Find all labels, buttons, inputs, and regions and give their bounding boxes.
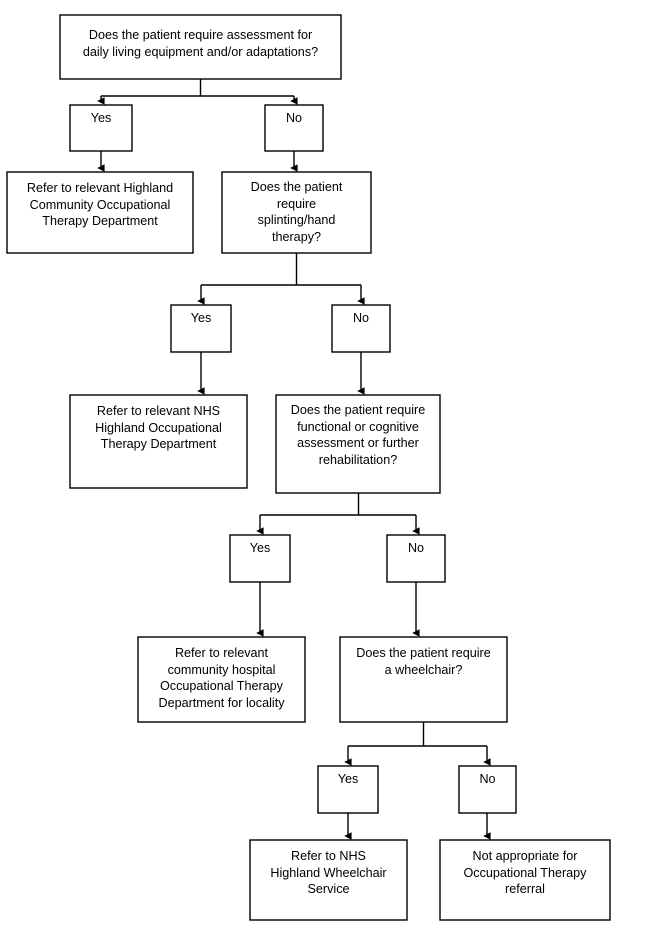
node-rect-no-4 bbox=[458, 765, 517, 814]
node-rect-out-highland-community bbox=[6, 171, 194, 254]
node-rect-yes-1 bbox=[69, 104, 133, 152]
node-rect-yes-2 bbox=[170, 304, 232, 353]
node-rect-q-wheelchair bbox=[339, 636, 508, 723]
node-rect-out-community-hospital bbox=[137, 636, 306, 723]
node-rect-yes-4 bbox=[317, 765, 379, 814]
node-rect-out-not-appropriate bbox=[439, 839, 611, 921]
node-rect-no-3 bbox=[386, 534, 446, 583]
node-rect-q-splinting bbox=[221, 171, 372, 254]
node-rect-no-1 bbox=[264, 104, 324, 152]
node-rect-yes-3 bbox=[229, 534, 291, 583]
node-rect-out-nhs-highland bbox=[69, 394, 248, 489]
node-rect-q-functional bbox=[275, 394, 441, 494]
node-rect-q-daily-living bbox=[59, 14, 342, 80]
node-rect-no-2 bbox=[331, 304, 391, 353]
node-rect-out-wheelchair-service bbox=[249, 839, 408, 921]
